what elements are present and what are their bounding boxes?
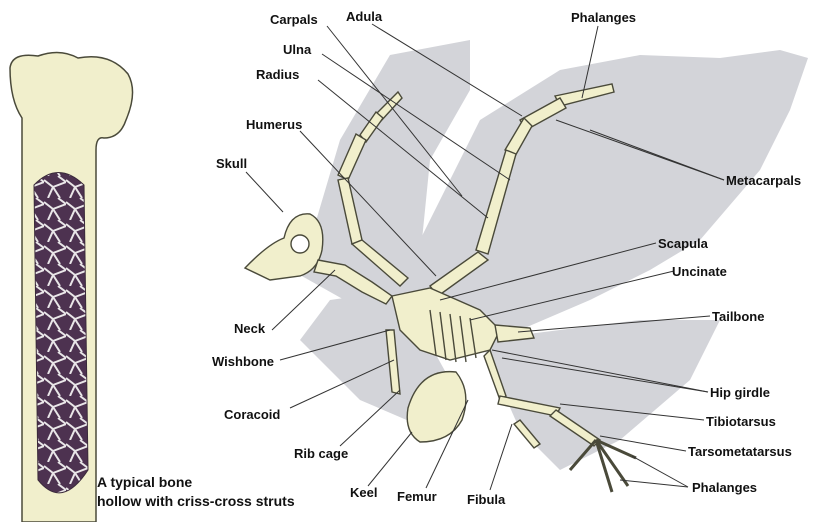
- label-ulna: Ulna: [283, 42, 312, 57]
- label-adula: Adula: [346, 9, 383, 24]
- leader-lines: [245, 23, 725, 491]
- label-humerus: Humerus: [246, 117, 303, 132]
- label-hip-girdle: Hip girdle: [710, 385, 770, 400]
- label-carpals: Carpals: [270, 12, 318, 27]
- bird-skeleton: [243, 83, 637, 493]
- label-femur: Femur: [397, 489, 437, 504]
- label-scapula: Scapula: [658, 236, 708, 251]
- bone-caption: A typical bone hollow with criss-cross s…: [97, 473, 295, 511]
- label-rib-cage: Rib cage: [294, 446, 349, 461]
- label-phalanges-top: Phalanges: [571, 10, 637, 25]
- bone-caption-line2: hollow with criss-cross struts: [97, 493, 295, 509]
- bone-caption-line1: A typical bone: [97, 474, 193, 490]
- label-keel: Keel: [350, 485, 378, 500]
- label-neck: Neck: [234, 321, 266, 336]
- typical-bone-illustration: [9, 51, 134, 522]
- label-tibiotarsus: Tibiotarsus: [706, 414, 776, 429]
- label-metacarpals: Metacarpals: [726, 173, 802, 188]
- label-phalanges-bottom: Phalanges: [692, 480, 758, 495]
- label-coracoid: Coracoid: [224, 407, 281, 422]
- label-uncinate: Uncinate: [672, 264, 727, 279]
- label-radius: Radius: [256, 67, 300, 82]
- label-skull: Skull: [216, 156, 248, 171]
- label-wishbone: Wishbone: [212, 354, 274, 369]
- label-tarsometatarsus: Tarsometatarsus: [688, 444, 792, 459]
- label-fibula: Fibula: [467, 492, 506, 507]
- label-tailbone: Tailbone: [712, 309, 765, 324]
